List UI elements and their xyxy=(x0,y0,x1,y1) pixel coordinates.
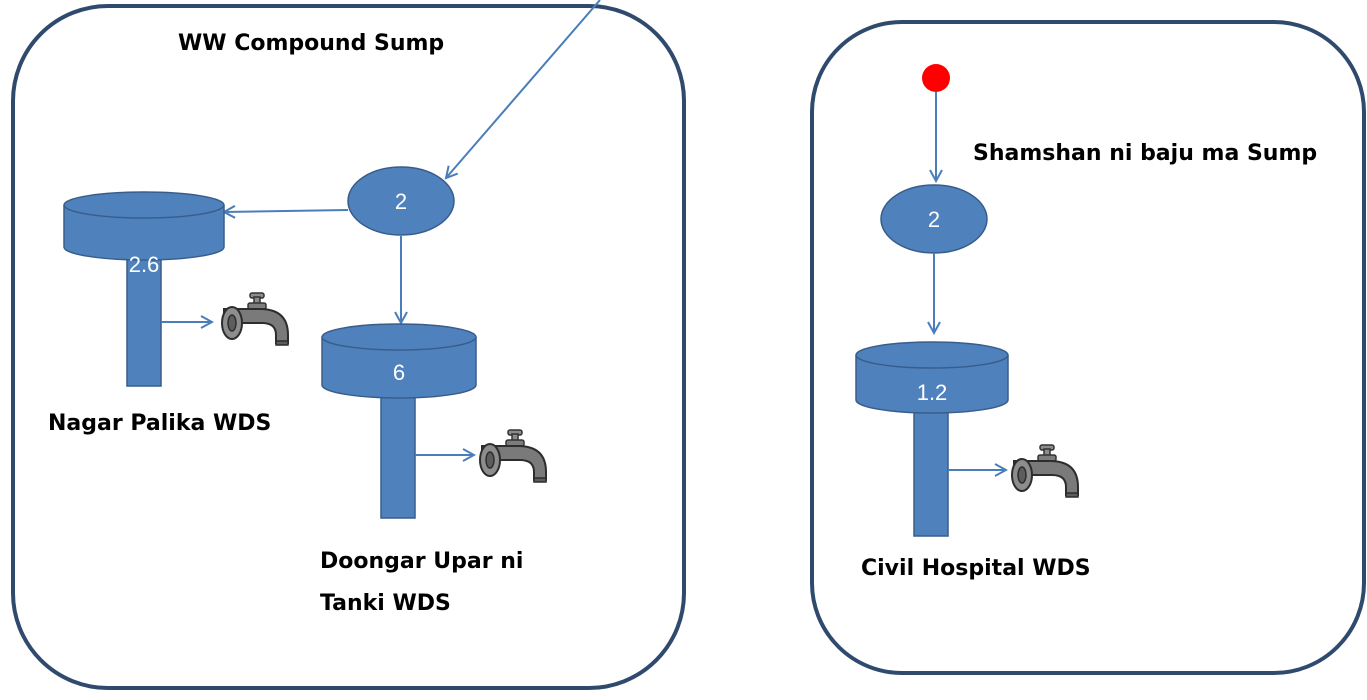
tank-doongar-upar-label-line2: Tanki WDS xyxy=(320,591,451,616)
tank-civil-hospital: 1.2 xyxy=(855,341,1009,537)
left-panel-title: WW Compound Sump xyxy=(178,31,444,56)
tank-doongar-upar-value: 6 xyxy=(393,360,405,385)
tank-civil-hospital-label: Civil Hospital WDS xyxy=(861,556,1091,581)
tank-doongar-upar: 6 xyxy=(321,323,477,519)
connector-sump-to-nagar-palika xyxy=(224,210,349,212)
tank-civil-hospital-value: 1.2 xyxy=(917,380,948,405)
source-dot-icon xyxy=(922,64,950,92)
tank-nagar-palika-label: Nagar Palika WDS xyxy=(48,411,271,436)
left-sump-node xyxy=(347,166,455,236)
right-panel xyxy=(810,20,1366,675)
tank-nagar-palika: 2.6 xyxy=(63,191,225,387)
tank-nagar-palika-value: 2.6 xyxy=(129,252,160,277)
inflow-arrow xyxy=(446,0,601,178)
tank-doongar-upar-label-line1: Doongar Upar ni xyxy=(320,549,523,574)
right-panel-title: Shamshan ni baju ma Sump xyxy=(973,141,1317,166)
left-sump-value: 2 xyxy=(395,189,407,214)
right-sump-value: 2 xyxy=(928,207,940,232)
